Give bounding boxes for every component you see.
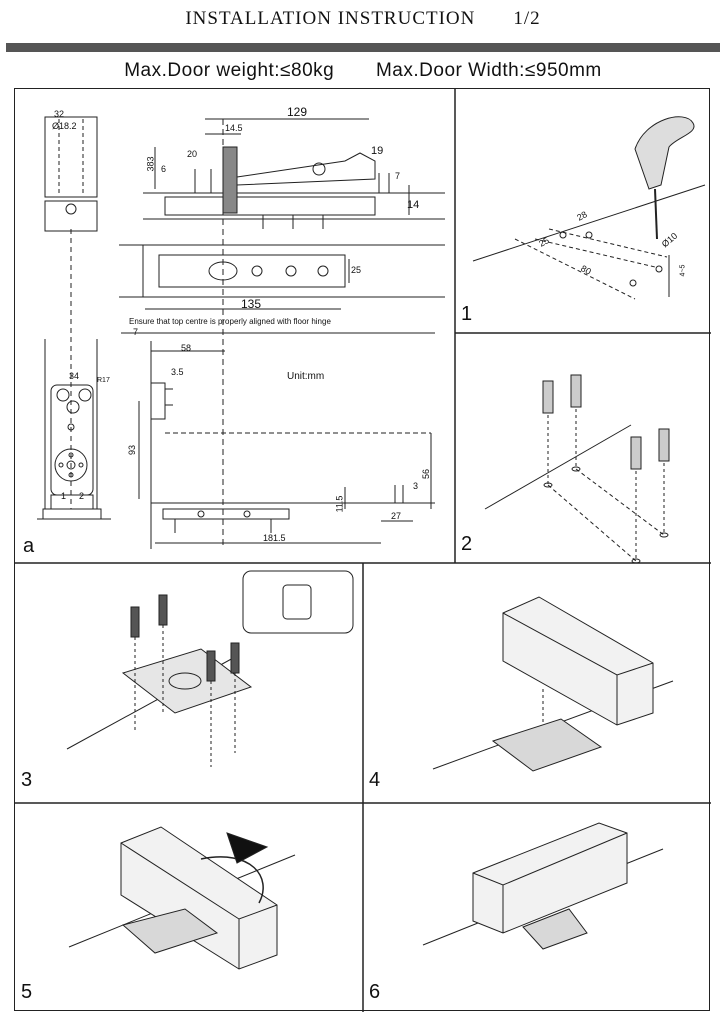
baseplate-illustration [66, 570, 354, 767]
alignment-note: Ensure that top centre is properly align… [129, 317, 331, 326]
hole-2-label: 2 [79, 491, 85, 501]
dim-19: 19 [371, 145, 384, 157]
dim-11-5: 11.5 [334, 495, 345, 513]
panel-5-rotate: 5 [15, 803, 363, 1012]
header-rule [6, 43, 720, 52]
dim-25: 25 [351, 265, 362, 275]
title-text: INSTALLATION INSTRUCTION [185, 8, 476, 29]
dim-135: 135 [241, 297, 262, 311]
dim-14: 14 [407, 199, 420, 211]
panel-5-label: 5 [21, 981, 33, 1003]
max-door-width: Max.Door Width:≤950mm [375, 60, 602, 81]
dim-181-5: 181.5 [263, 533, 286, 543]
dim-32: 32 [54, 109, 65, 119]
panel-a-label: a [23, 535, 35, 557]
document-title: INSTALLATION INSTRUCTION 1/2 [0, 8, 726, 30]
dim-7: 7 [395, 171, 401, 181]
dim-34: 34 [69, 371, 80, 381]
dim-20: 20 [187, 149, 198, 159]
dim-58: 58 [181, 343, 192, 353]
anchors-illustration [484, 374, 670, 564]
panel-a-drawing: 32 Ø18.2 129 14.5 383 20 6 19 7 14 25 13… [15, 89, 455, 563]
panel-1-label: 1 [461, 303, 473, 325]
dim-18-2: Ø18.2 [52, 121, 77, 131]
dim-6: 6 [161, 164, 167, 174]
body-placement-illustration [432, 596, 674, 772]
hole-1-label: 1 [61, 491, 67, 501]
panel-4-body: 4 [363, 563, 711, 803]
panel-6-label: 6 [369, 981, 381, 1003]
max-door-weight: Max.Door weight:≤80kg [124, 60, 335, 81]
panel-4-label: 4 [369, 769, 381, 791]
panel-1-drilling: 28 25 80 Ø10 4~5 1 [455, 89, 711, 333]
instruction-frame: 32 Ø18.2 129 14.5 383 20 6 19 7 14 25 13… [14, 88, 711, 1012]
grid-lines [15, 89, 711, 1012]
panel-2-anchors: 2 [455, 333, 711, 564]
dim-56: 56 [421, 468, 432, 480]
technical-drawing [37, 116, 445, 549]
dim-383: 383 [145, 156, 156, 172]
installed-illustration [422, 822, 664, 950]
dim-129: 129 [287, 105, 308, 119]
panel-3-baseplate: 3 [15, 563, 363, 803]
dim-3: 3 [413, 481, 419, 491]
panel-3-label: 3 [21, 769, 33, 791]
rotate-illustration [68, 826, 296, 970]
panel-6-installed: 6 [363, 803, 711, 1012]
spec-line: Max.Door weight:≤80kg Max.Door Width:≤95… [0, 60, 726, 82]
page-number: 1/2 [513, 8, 541, 29]
dim-14-5: 14.5 [225, 123, 243, 133]
dim-4-5: 4~5 [679, 264, 687, 277]
unit-label: Unit:mm [287, 371, 325, 382]
dim-93: 93 [127, 444, 138, 456]
dim-r17: R17 [97, 377, 110, 384]
dim-27: 27 [391, 511, 402, 521]
drilling-illustration [472, 116, 706, 300]
panel-2-label: 2 [461, 533, 473, 555]
dim-3-5: 3.5 [171, 367, 184, 377]
dim-7-b: 7 [133, 327, 139, 337]
